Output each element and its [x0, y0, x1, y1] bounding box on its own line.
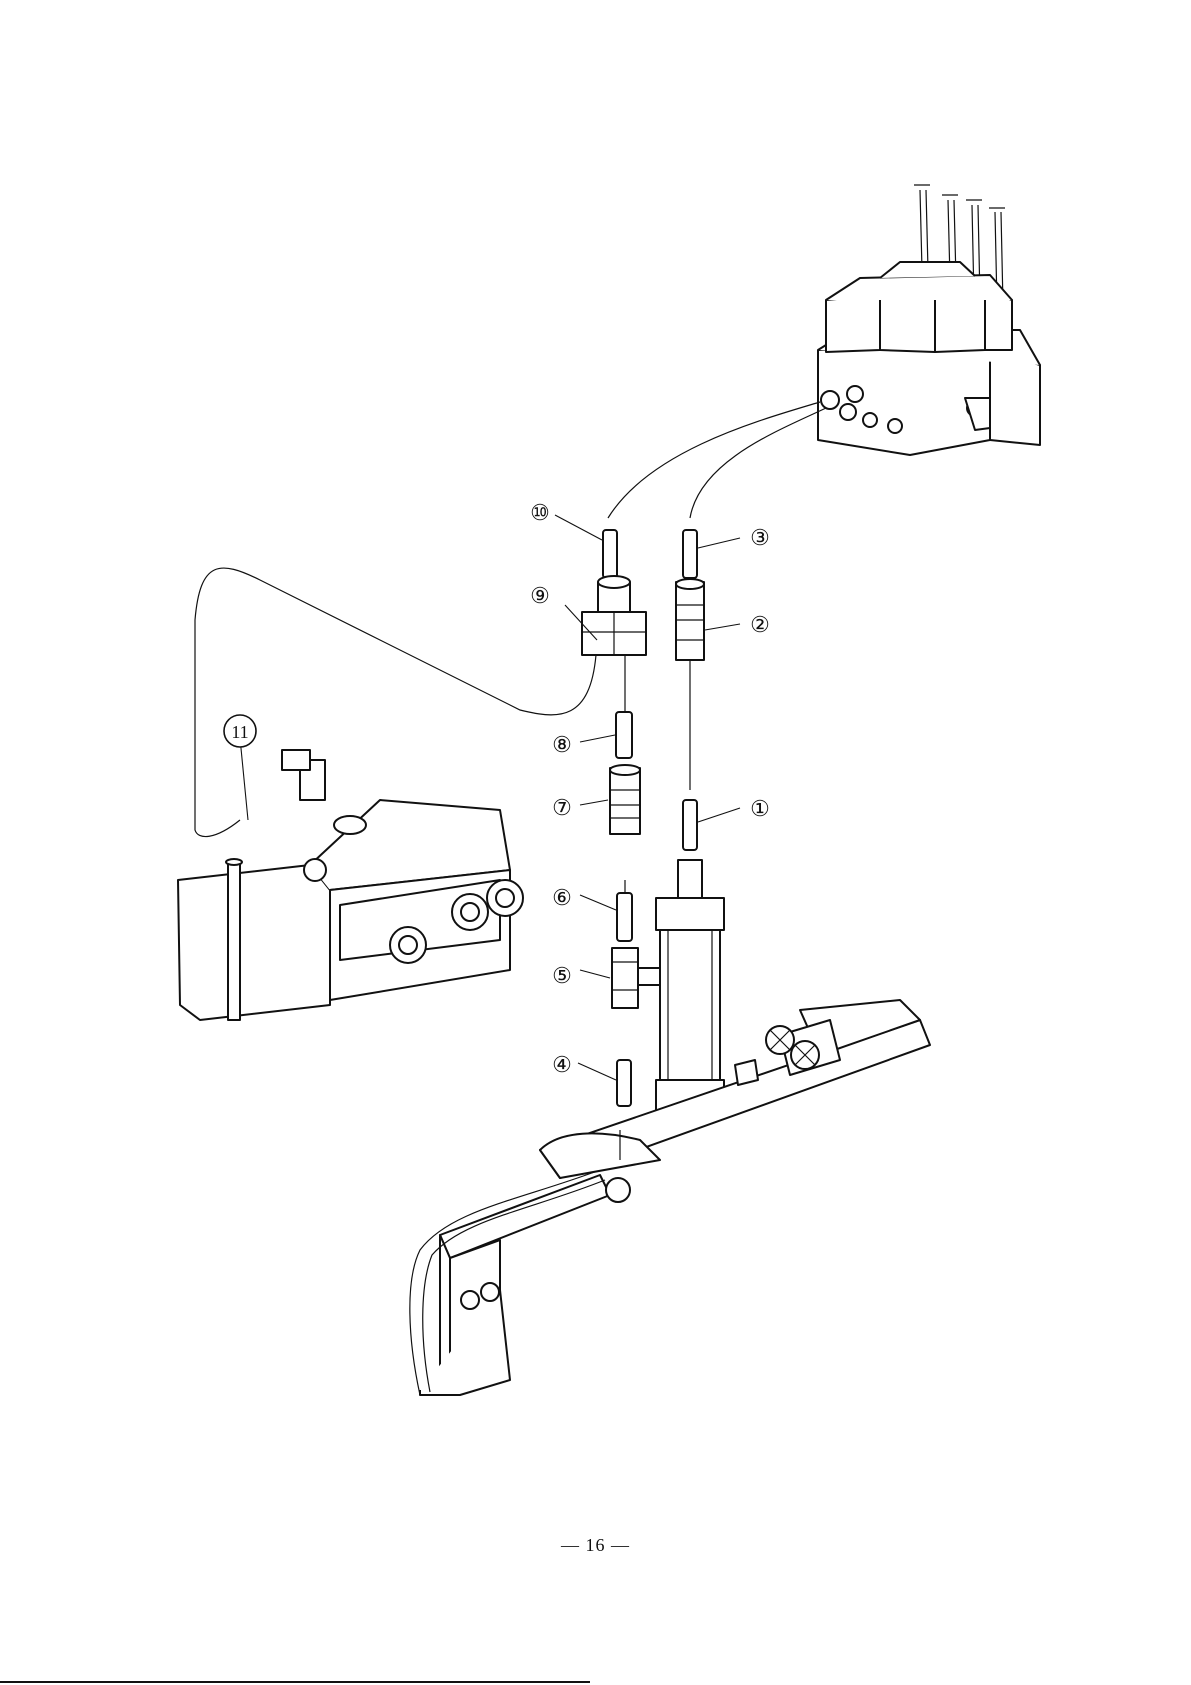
svg-text:⑦: ⑦ [552, 795, 572, 820]
callout-5: ⑤ [552, 963, 572, 988]
callout-3: ③ [750, 525, 770, 550]
callout-6: ⑥ [552, 885, 572, 910]
regulator-unit [178, 750, 523, 1020]
svg-text:③: ③ [750, 525, 770, 550]
page-number: — 16 — [0, 1535, 1191, 1556]
svg-text:11: 11 [231, 722, 248, 742]
air-cylinder [656, 860, 724, 1118]
svg-text:⑩: ⑩ [530, 500, 550, 525]
callout-4: ④ [552, 1052, 572, 1077]
svg-text:①: ① [750, 796, 770, 821]
callout-7: ⑦ [552, 795, 572, 820]
callout-1: ① [750, 796, 770, 821]
callout-10: ⑩ [530, 500, 550, 525]
svg-text:④: ④ [552, 1052, 572, 1077]
callout-8: ⑧ [552, 732, 572, 757]
svg-text:②: ② [750, 612, 770, 637]
svg-text:⑤: ⑤ [552, 963, 572, 988]
svg-text:⑧: ⑧ [552, 732, 572, 757]
callout-9: ⑨ [530, 583, 550, 608]
bottom-rule [0, 1681, 590, 1683]
svg-text:⑥: ⑥ [552, 885, 572, 910]
callout-2: ② [750, 612, 770, 637]
solenoid-valve-manifold [818, 185, 1040, 455]
callout-11: 11 [224, 715, 256, 747]
svg-text:⑨: ⑨ [530, 583, 550, 608]
